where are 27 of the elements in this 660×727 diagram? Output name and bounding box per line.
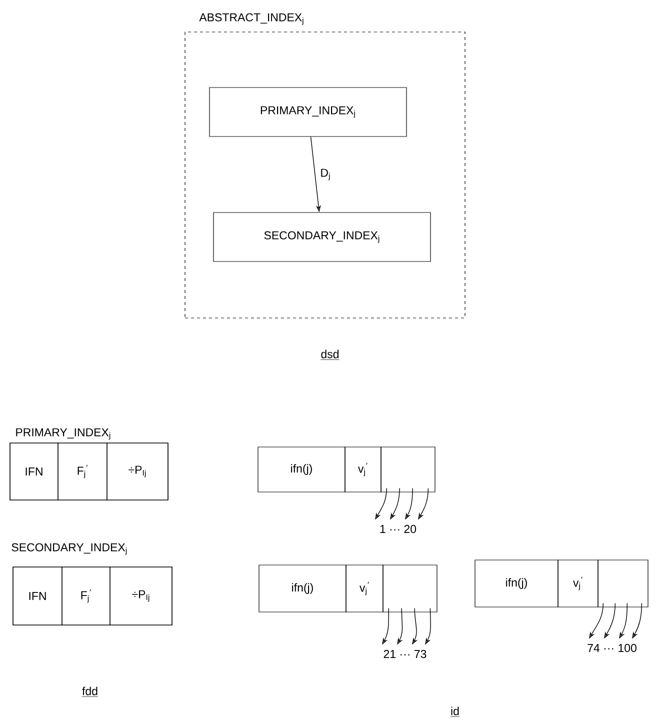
record-cell: ifn(j) [258,564,346,612]
record-cell: v$_{j}$′ [346,564,384,612]
record-cell: F$_{j}$′ [62,566,110,626]
node-label: PRIMARY_INDEX$_{j}$ [16,428,110,440]
edge-label: D$_{j}$ [318,166,333,182]
record-cell: ÷P$_{Ij}$ [110,566,172,626]
empty-cell [380,446,436,492]
figure-label: fdd [82,686,98,697]
record-cell: ifn(j) [258,446,346,492]
range-label: 21 ··· 73 [384,650,426,658]
range-label: 1 ··· 20 [380,524,416,534]
node-label: SECONDARY_INDEX$_{j}$ [12,543,127,555]
record-cell: v$_{j}$′ [558,560,598,608]
record-cell: v$_{j}$′ [344,446,382,492]
record-cell: SECONDARY_INDEX$_{j}$ [213,212,431,262]
record-cell: PRIMARY_INDEX$_{j}$ [209,87,407,137]
record-cell: IFN [12,566,62,626]
record-cell: F$_{j}$′ [58,442,108,500]
record-cell: ifn(j) [474,560,558,608]
node-label: ABSTRACT_INDEX$_{j}$ [199,13,304,25]
record-cell: ÷P$_{Ij}$ [106,442,168,500]
figure-label: dsd [320,350,340,360]
range-label: 74 ··· 100 [588,644,636,652]
figure-label: id [450,706,460,717]
empty-cell [598,560,648,608]
empty-cell [382,564,438,612]
record-cell: IFN [10,442,58,500]
